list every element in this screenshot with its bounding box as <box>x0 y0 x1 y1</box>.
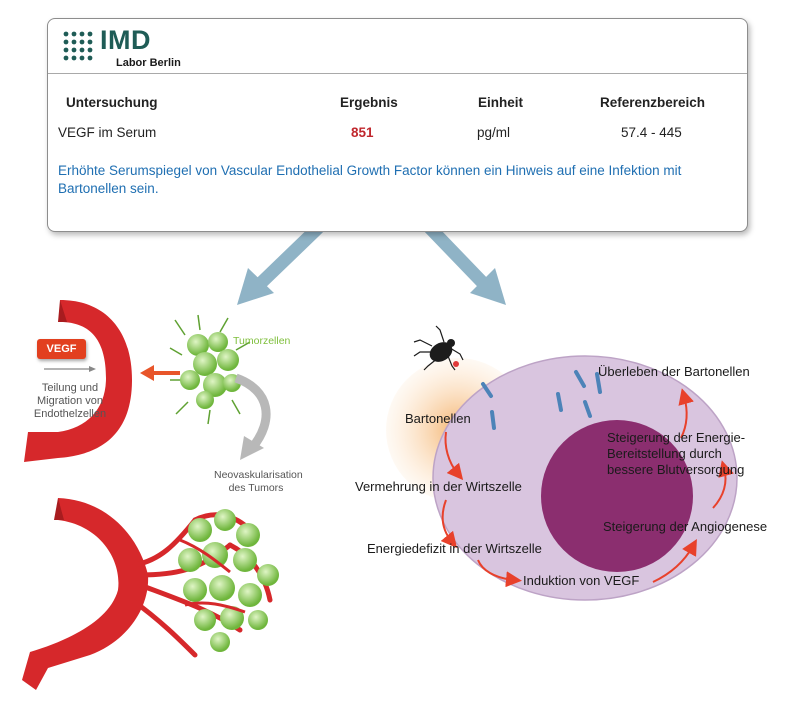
tick-icon <box>413 325 464 371</box>
header-ergebnis: Ergebnis <box>340 95 398 110</box>
tumor-label: Tumorzellen <box>233 335 291 347</box>
logo-subtitle: Labor Berlin <box>116 57 181 69</box>
test-unit: pg/ml <box>477 125 511 140</box>
header-einheit: Einheit <box>478 95 524 110</box>
header-referenzbereich: Referenzbereich <box>600 95 706 110</box>
cell-nucleus <box>541 420 693 572</box>
logo-name: IMD <box>100 25 151 55</box>
label-energy-deficit: Energiedefizit in der Wirtszelle <box>367 541 542 556</box>
neovascular-label: Neovaskularisation des Tumors <box>214 469 303 494</box>
orange-arrow-icon <box>140 365 180 381</box>
vegf-badge: VEGF <box>37 339 86 359</box>
grey-curved-arrow <box>234 373 271 451</box>
vascularized-tumor-icon <box>129 509 279 658</box>
label-bartonellen: Bartonellen <box>405 411 471 426</box>
cycle-arrow-2 <box>440 499 458 549</box>
arrow-to-tumor <box>237 221 325 305</box>
blood-vessel-lower <box>22 498 149 690</box>
header-untersuchung: Untersuchung <box>66 95 158 110</box>
label-energy-increase: Steigerung der Energie-Bereitstellung du… <box>607 430 746 477</box>
blood-vessel-upper <box>24 300 132 462</box>
label-survival: Überleben der Bartonellen <box>598 364 750 379</box>
label-vegf-induction: Induktion von VEGF <box>523 573 640 588</box>
tumor-cells-icon <box>169 314 253 425</box>
cycle-arrow-3 <box>477 559 522 588</box>
imd-logo-icon <box>63 31 93 61</box>
arrow-to-cell <box>423 221 506 305</box>
test-result: 851 <box>351 125 374 140</box>
cycle-arrow-6 <box>678 388 694 439</box>
interpretation-note: Erhöhte Serumspiegel von Vascular Endoth… <box>58 163 682 196</box>
bartonella-bacteria-icon <box>481 370 602 430</box>
label-replication: Vermehrung in der Wirtszelle <box>355 479 522 494</box>
cycle-arrow-1 <box>444 431 464 481</box>
cycle-arrow-5 <box>712 460 734 509</box>
reference-range: 57.4 - 445 <box>621 125 682 140</box>
cycle-arrow-4 <box>652 539 697 583</box>
label-angiogenesis: Steigerung der Angiogenese <box>603 519 768 534</box>
division-label: Teilung und Migration von Endothelzellen <box>33 382 107 420</box>
card-divider <box>48 73 747 74</box>
lab-result-card: IMD Labor Berlin Untersuchung Ergebnis E… <box>47 18 748 232</box>
test-name: VEGF im Serum <box>58 125 157 140</box>
